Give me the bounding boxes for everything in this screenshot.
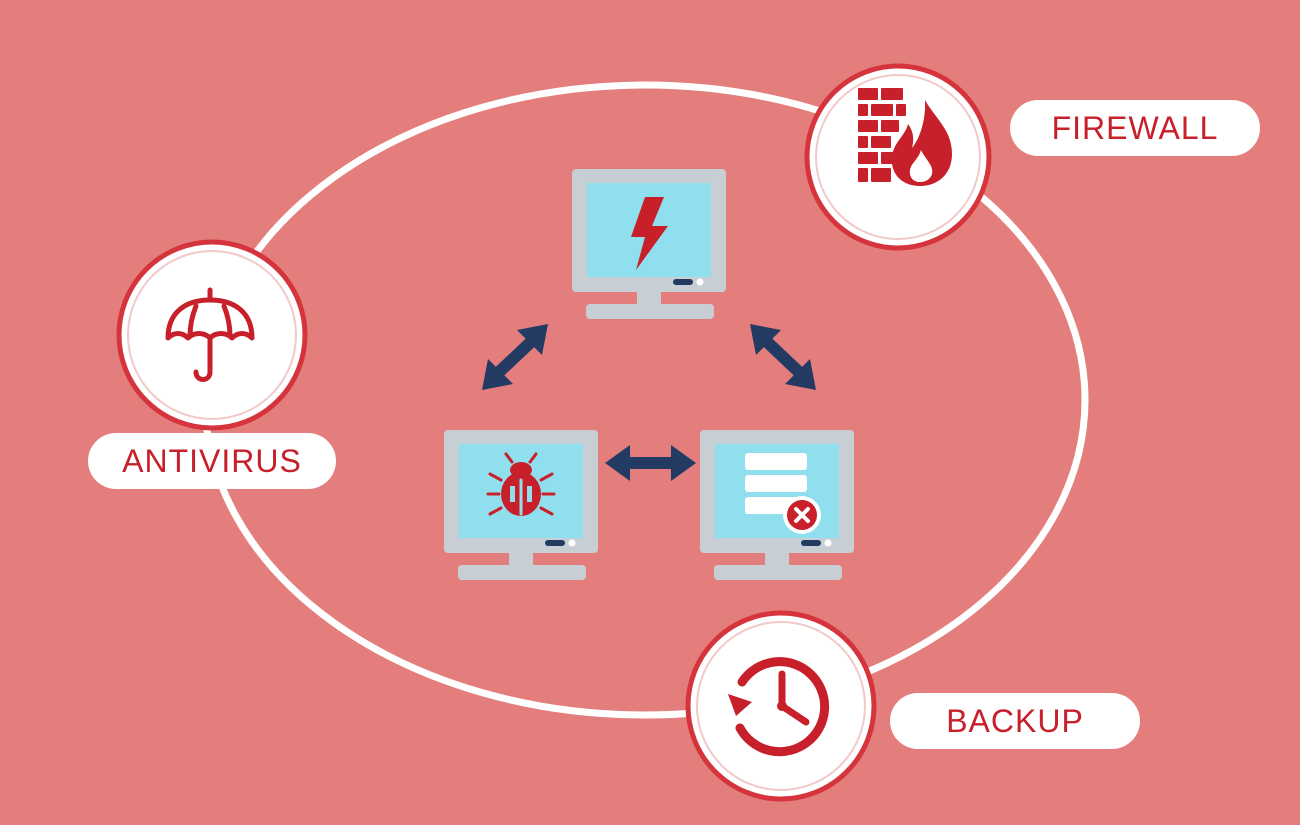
backup-label-text: BACKUP bbox=[946, 702, 1084, 739]
backup-label: BACKUP bbox=[890, 693, 1140, 749]
monitor-right bbox=[700, 430, 854, 580]
umbrella-icon bbox=[165, 287, 255, 382]
clock-history-icon bbox=[728, 657, 830, 757]
monitor-top bbox=[572, 169, 726, 319]
backup-badge[interactable] bbox=[685, 610, 877, 802]
firewall-badge[interactable] bbox=[804, 63, 992, 251]
monitor-left bbox=[444, 430, 598, 580]
arrow-top-to-right bbox=[750, 324, 816, 390]
firewall-label: FIREWALL bbox=[1010, 100, 1260, 156]
arrow-top-to-left bbox=[482, 324, 548, 390]
bug-icon bbox=[486, 452, 556, 516]
antivirus-label-text: ANTIVIRUS bbox=[122, 442, 302, 479]
antivirus-label: ANTIVIRUS bbox=[88, 433, 336, 489]
firewall-label-text: FIREWALL bbox=[1051, 109, 1219, 146]
arrow-left-to-right bbox=[605, 445, 696, 481]
lightning-bolt-icon bbox=[631, 197, 668, 270]
server-error-icon bbox=[745, 453, 821, 534]
firewall-icon bbox=[858, 88, 952, 186]
antivirus-badge[interactable] bbox=[116, 239, 308, 431]
